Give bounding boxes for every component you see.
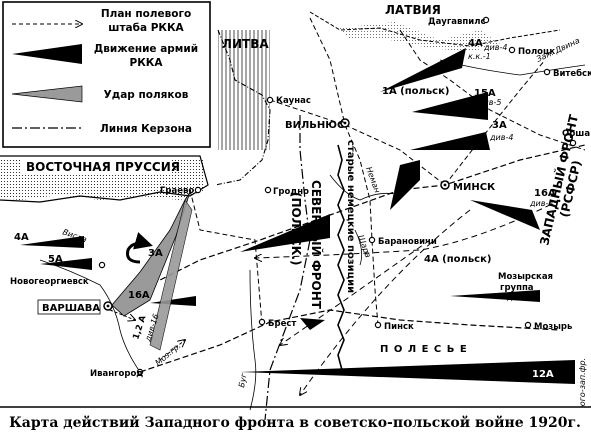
front-northern-sub: (ПОЛЬСК.) bbox=[289, 192, 303, 266]
city-mozyr: Мозырь bbox=[534, 322, 572, 332]
arrow-12a bbox=[240, 360, 575, 384]
army-mozyr-group3: див-1 bbox=[506, 293, 530, 302]
army-1a-pol: 1А (польск) bbox=[382, 86, 449, 97]
retreat-arrow-1 bbox=[109, 309, 135, 320]
polish-strike-arrow-2 bbox=[149, 199, 193, 351]
arrow-3a-west bbox=[126, 232, 153, 264]
city-grajewo: Граево bbox=[160, 186, 194, 196]
city-warsaw: ВАРШАВА bbox=[42, 303, 100, 314]
city-ivangorod: Ивангород bbox=[90, 369, 143, 379]
city-baranovichi: Барановичи bbox=[378, 237, 437, 247]
road-daugavpils-vilnius bbox=[309, 17, 346, 126]
road-vilnius-pinsk bbox=[344, 124, 379, 326]
army-4a-top: 4А bbox=[468, 38, 483, 49]
polish-strike-arrow bbox=[111, 191, 191, 317]
road-grodno-brest bbox=[189, 189, 263, 326]
army-mozyr-group: Мозырская bbox=[498, 272, 553, 282]
prussia-border bbox=[0, 155, 209, 203]
city-warsaw-box bbox=[37, 299, 101, 315]
army-16a-east-sub: див-4 bbox=[529, 199, 553, 208]
region-lithuania: ЛИТВА bbox=[222, 37, 269, 51]
army-15a-sub: див-5 bbox=[477, 98, 501, 107]
city-brest: Брест bbox=[268, 319, 296, 329]
legend-hq-plan-1: План полевого bbox=[101, 8, 191, 20]
road-north bbox=[399, 29, 586, 151]
region-polesye: П О Л Е С Ь Е bbox=[380, 344, 468, 355]
army-12a: 12А bbox=[532, 369, 554, 380]
retreat-arrow-2 bbox=[159, 340, 185, 361]
arrow-mozyr-group bbox=[450, 290, 540, 302]
city-grodno: Гродно bbox=[273, 187, 309, 197]
city-minsk: МИНСК bbox=[453, 182, 496, 193]
city-vilnius: ВИЛЬНЮС bbox=[285, 120, 344, 131]
legend-box bbox=[2, 1, 211, 148]
road-kaunas-vilnius bbox=[269, 99, 346, 126]
railway-south bbox=[139, 309, 561, 373]
city-markers bbox=[98, 16, 577, 376]
legend-polish: Удар поляков bbox=[104, 89, 189, 101]
region-latvia: ЛАТВИЯ bbox=[385, 3, 441, 17]
legend-rkka-1: Движение армий bbox=[94, 43, 198, 55]
german-positions bbox=[337, 144, 345, 371]
city-polotsk: Полоцк bbox=[518, 47, 555, 57]
river-bug bbox=[249, 269, 257, 411]
army-16a-east: 16А bbox=[534, 188, 556, 199]
front-northern: СЕВЕРНЫЙ ФРОНТ bbox=[309, 180, 324, 310]
army-sw-front: юго-зап.фр. bbox=[578, 358, 587, 408]
legend-rkka-2: РККА bbox=[130, 57, 164, 69]
army-3a-top-sub: див-4 bbox=[489, 133, 513, 142]
plan-arrow-1 bbox=[255, 199, 561, 258]
army-5a-west: 5А bbox=[48, 254, 63, 265]
city-orsha: Орша bbox=[562, 129, 590, 139]
arrow-15a bbox=[412, 92, 488, 120]
lithuania-border bbox=[214, 29, 271, 186]
city-novogeorgievsk: Новогеоргиевск bbox=[10, 277, 89, 287]
army-3a-west: 3А bbox=[148, 248, 163, 259]
arrow-brest-small bbox=[300, 318, 325, 330]
army-16a-west: 16А bbox=[128, 290, 150, 301]
arrow-3a-top bbox=[410, 132, 490, 150]
lithuania-hatch bbox=[218, 30, 270, 150]
railway-warsaw-minsk bbox=[119, 144, 586, 301]
arrow-northern-mid bbox=[240, 214, 330, 252]
region-east-prussia: ВОСТОЧНАЯ ПРУССИЯ bbox=[26, 160, 180, 174]
city-kaunas: Каунас bbox=[276, 96, 311, 106]
river-shchara bbox=[354, 229, 363, 266]
legend-polish-symbol bbox=[11, 85, 83, 103]
front-german-positions: старые немецкие позиции bbox=[345, 140, 356, 293]
city-vitebsk: Витебск bbox=[553, 68, 591, 79]
arrow-3a-bend bbox=[390, 160, 420, 210]
city-daugavpils: Даугавпилс bbox=[428, 17, 486, 27]
army-4a-pol: 4А (польск) bbox=[424, 254, 491, 265]
legend-hq-plan-2: штаба РККА bbox=[108, 22, 184, 34]
army-4a-top-sub: див-4 bbox=[483, 43, 507, 52]
river-dvina bbox=[439, 59, 586, 76]
river-bug-label: Буг bbox=[237, 372, 249, 389]
road-minsk-vitebsk bbox=[444, 59, 546, 186]
army-3a-top: 3А bbox=[492, 120, 507, 131]
legend-curzon: Линия Керзона bbox=[100, 123, 192, 135]
army-4a-top-sub2: к.к.-1 bbox=[468, 52, 491, 61]
latvia-border bbox=[309, 11, 561, 47]
city-pinsk: Пинск bbox=[384, 322, 414, 332]
river-neman-label: Неман bbox=[364, 166, 382, 195]
map-caption: Карта действий Западного фронта в советс… bbox=[9, 414, 581, 431]
legend-rkka-symbol bbox=[12, 44, 82, 64]
army-15a: 15А bbox=[474, 88, 496, 99]
army-4a-west: 4А bbox=[14, 232, 29, 243]
arrow-5a-west bbox=[40, 258, 92, 270]
arrow-16a-east bbox=[470, 200, 540, 230]
army-mozyr-group2: группа bbox=[500, 283, 534, 293]
curzon-line bbox=[264, 115, 311, 421]
region-prussia-bg bbox=[22, 159, 170, 174]
arrow-4a-top bbox=[380, 48, 466, 92]
road-vilnius-minsk bbox=[344, 124, 446, 186]
arrow-4a-west bbox=[20, 236, 84, 248]
arrow-16a-west bbox=[150, 296, 196, 306]
river-neman bbox=[329, 174, 401, 201]
plan-arrow-2 bbox=[280, 239, 431, 345]
